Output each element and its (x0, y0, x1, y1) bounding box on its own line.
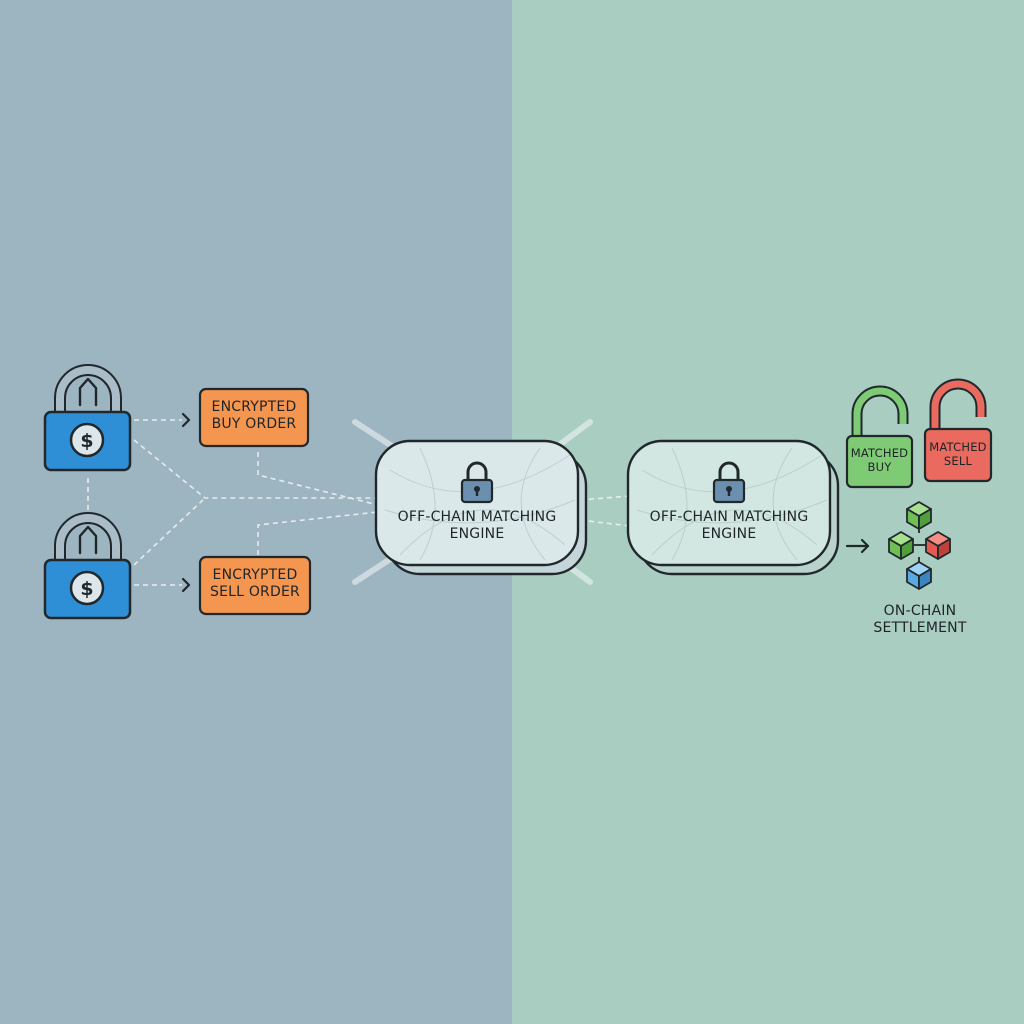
matched-buy-line2: BUY (867, 459, 892, 474)
buy-order-box (198, 387, 310, 448)
engine-1-line2: ENGINE (449, 525, 505, 542)
matched-sell-line1: MATCHED (929, 440, 987, 454)
buy-order-label: ENCRYPTED BUY ORDER (200, 399, 308, 433)
settlement-line1: ON-CHAIN (883, 603, 957, 619)
sell-order-line2: SELL ORDER (210, 583, 300, 600)
seller-lock-icon: $ (43, 512, 132, 620)
connector-lines (87, 419, 631, 586)
sell-order-box (198, 555, 312, 616)
padlock-icon (712, 461, 746, 504)
matching-engine-1 (374, 439, 588, 576)
matched-buy-line1: MATCHED (850, 446, 909, 460)
engine-2-line2: ENGINE (701, 525, 757, 542)
sell-order-label: ENCRYPTED SELL ORDER (200, 567, 310, 601)
buy-order-line1: ENCRYPTED (211, 399, 297, 415)
engine-2-line1: OFF-CHAIN MATCHING (649, 509, 809, 525)
matched-buy-label: MATCHED BUY (847, 446, 912, 475)
blockchain-cubes-icon (888, 501, 951, 590)
arrow-right-icon (181, 577, 191, 593)
matched-sell-open-padlock-icon (923, 378, 993, 483)
matched-sell-line2: SELL (943, 453, 973, 468)
engine-2-label: OFF-CHAIN MATCHING ENGINE (628, 509, 830, 543)
engine-1-label: OFF-CHAIN MATCHING ENGINE (376, 509, 578, 543)
svg-text:$: $ (80, 578, 93, 600)
buy-order-line2: BUY ORDER (211, 415, 297, 432)
sell-order-line1: ENCRYPTED (212, 567, 298, 583)
arrow-right-icon (845, 538, 870, 554)
svg-text:$: $ (80, 430, 93, 452)
engine-1-line1: OFF-CHAIN MATCHING (397, 509, 557, 525)
settlement-label: ON-CHAIN SETTLEMENT (855, 603, 985, 637)
matched-buy-open-padlock-icon (845, 385, 914, 489)
matching-engine-2 (626, 439, 840, 576)
arrow-right-icon (181, 412, 191, 428)
padlock-icon (460, 461, 494, 504)
matched-sell-label: MATCHED SELL (925, 440, 991, 469)
settlement-line2: SETTLEMENT (873, 619, 967, 636)
buyer-lock-icon: $ (43, 364, 132, 472)
